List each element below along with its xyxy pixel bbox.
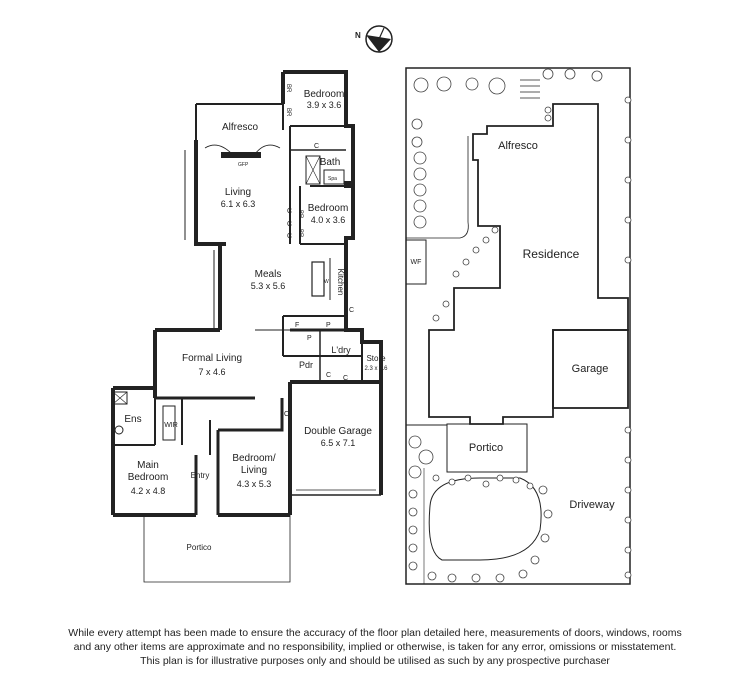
site-plan-labels: Alfresco Residence Garage Portico Drivew… bbox=[411, 140, 616, 511]
c-label-5: C bbox=[349, 307, 354, 314]
site-portico-label: Portico bbox=[469, 442, 503, 454]
room-bedroom-1-name: Bedroom bbox=[304, 89, 345, 100]
c-label-2: C bbox=[287, 208, 292, 215]
disclaimer: While every attempt has been made to ens… bbox=[40, 626, 710, 668]
room-store-size: 2.3 x 2.6 bbox=[364, 366, 388, 372]
room-portico-name: Portico bbox=[187, 543, 212, 552]
room-bedroom-2-name: Bedroom bbox=[308, 203, 349, 214]
p-label-1: P bbox=[307, 335, 312, 342]
site-residence-label: Residence bbox=[523, 247, 580, 261]
room-entry-name: Entry bbox=[191, 471, 210, 480]
compass-icon: N bbox=[355, 25, 393, 53]
site-wf-label: WF bbox=[411, 259, 422, 266]
disclaimer-line-1: While every attempt has been made to ens… bbox=[68, 627, 682, 639]
c-label-4: C bbox=[287, 233, 292, 240]
site-driveway-label: Driveway bbox=[569, 499, 615, 511]
w-label: W bbox=[324, 279, 329, 285]
room-bedroom-living-name-1: Bedroom/ bbox=[232, 453, 276, 464]
room-bedroom-living-name-2: Living bbox=[241, 465, 267, 476]
c-label-1: C bbox=[314, 143, 319, 150]
f-label: F bbox=[295, 322, 299, 329]
site-plan bbox=[405, 67, 631, 585]
room-ensuite-name: Ens bbox=[124, 414, 141, 425]
c-label-3: C bbox=[287, 221, 292, 228]
c-label-8: C bbox=[284, 411, 289, 418]
room-wir-name: WIR bbox=[164, 422, 178, 429]
spa-label: Spa bbox=[328, 176, 337, 182]
gfp-label: GFP bbox=[238, 162, 249, 168]
room-main-bedroom-name-1: Main bbox=[137, 460, 159, 471]
compass-north-label: N bbox=[355, 31, 361, 40]
c-label-7: C bbox=[343, 375, 348, 382]
room-formal-living-size: 7 x 4.6 bbox=[198, 367, 225, 377]
room-main-bedroom-name-2: Bedroom bbox=[128, 472, 169, 483]
room-living-size: 6.1 x 6.3 bbox=[221, 199, 256, 209]
room-laundry-name: L'dry bbox=[331, 345, 351, 355]
room-bedroom-living-size: 4.3 x 5.3 bbox=[237, 479, 272, 489]
room-meals-size: 5.3 x 5.6 bbox=[251, 281, 286, 291]
site-trees bbox=[408, 68, 632, 583]
room-store-name: Store bbox=[366, 354, 386, 363]
room-kitchen-name: Kitchen bbox=[336, 269, 345, 296]
room-main-bedroom-size: 4.2 x 4.8 bbox=[131, 486, 166, 496]
room-double-garage-size: 6.5 x 7.1 bbox=[321, 438, 356, 448]
floor-plan-labels: Bedroom 3.9 x 3.6 Alfresco Bath Living 6… bbox=[124, 84, 388, 552]
br-label-2: BR bbox=[285, 108, 291, 117]
br-label-4: BR bbox=[297, 229, 303, 238]
disclaimer-line-2: and any other items are approximate and … bbox=[73, 641, 677, 653]
room-bedroom-1-size: 3.9 x 3.6 bbox=[307, 100, 342, 110]
room-formal-living-name: Formal Living bbox=[182, 353, 242, 364]
room-meals-name: Meals bbox=[255, 269, 282, 280]
room-double-garage-name: Double Garage bbox=[304, 426, 372, 437]
room-bedroom-2-size: 4.0 x 3.6 bbox=[311, 215, 346, 225]
room-powder-name: Pdr bbox=[299, 360, 313, 370]
disclaimer-line-3: This plan is for illustrative purposes o… bbox=[140, 655, 610, 667]
br-label-3: BR bbox=[297, 210, 303, 219]
c-label-6: C bbox=[326, 372, 331, 379]
br-label-1: BR bbox=[285, 84, 291, 93]
floor-plan bbox=[111, 70, 383, 583]
room-living-name: Living bbox=[225, 187, 251, 198]
site-alfresco-label: Alfresco bbox=[498, 140, 538, 152]
room-bath-name: Bath bbox=[320, 157, 341, 168]
site-garage-label: Garage bbox=[572, 363, 609, 375]
p-label-2: P bbox=[326, 322, 331, 329]
floor-and-site-plan: N bbox=[111, 25, 632, 585]
room-alfresco-name: Alfresco bbox=[222, 122, 259, 133]
